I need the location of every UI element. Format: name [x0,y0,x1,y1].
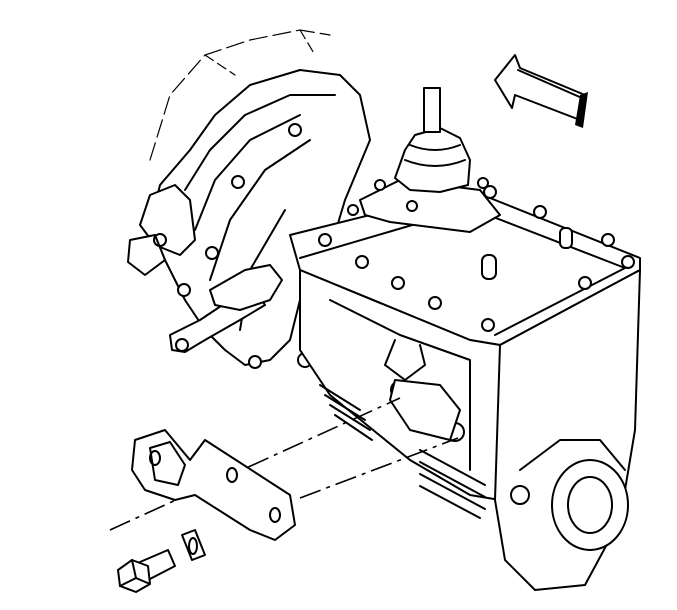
shift-lever [423,87,441,133]
alignment-lines [109,397,459,531]
transmission-case [289,177,641,591]
hex-bolt-icon [117,549,176,593]
direction-arrow-icon [494,54,588,128]
mount-bracket [131,429,296,541]
bell-housing [127,29,371,369]
washer-icon [181,529,206,561]
shifter-boot [394,127,471,193]
